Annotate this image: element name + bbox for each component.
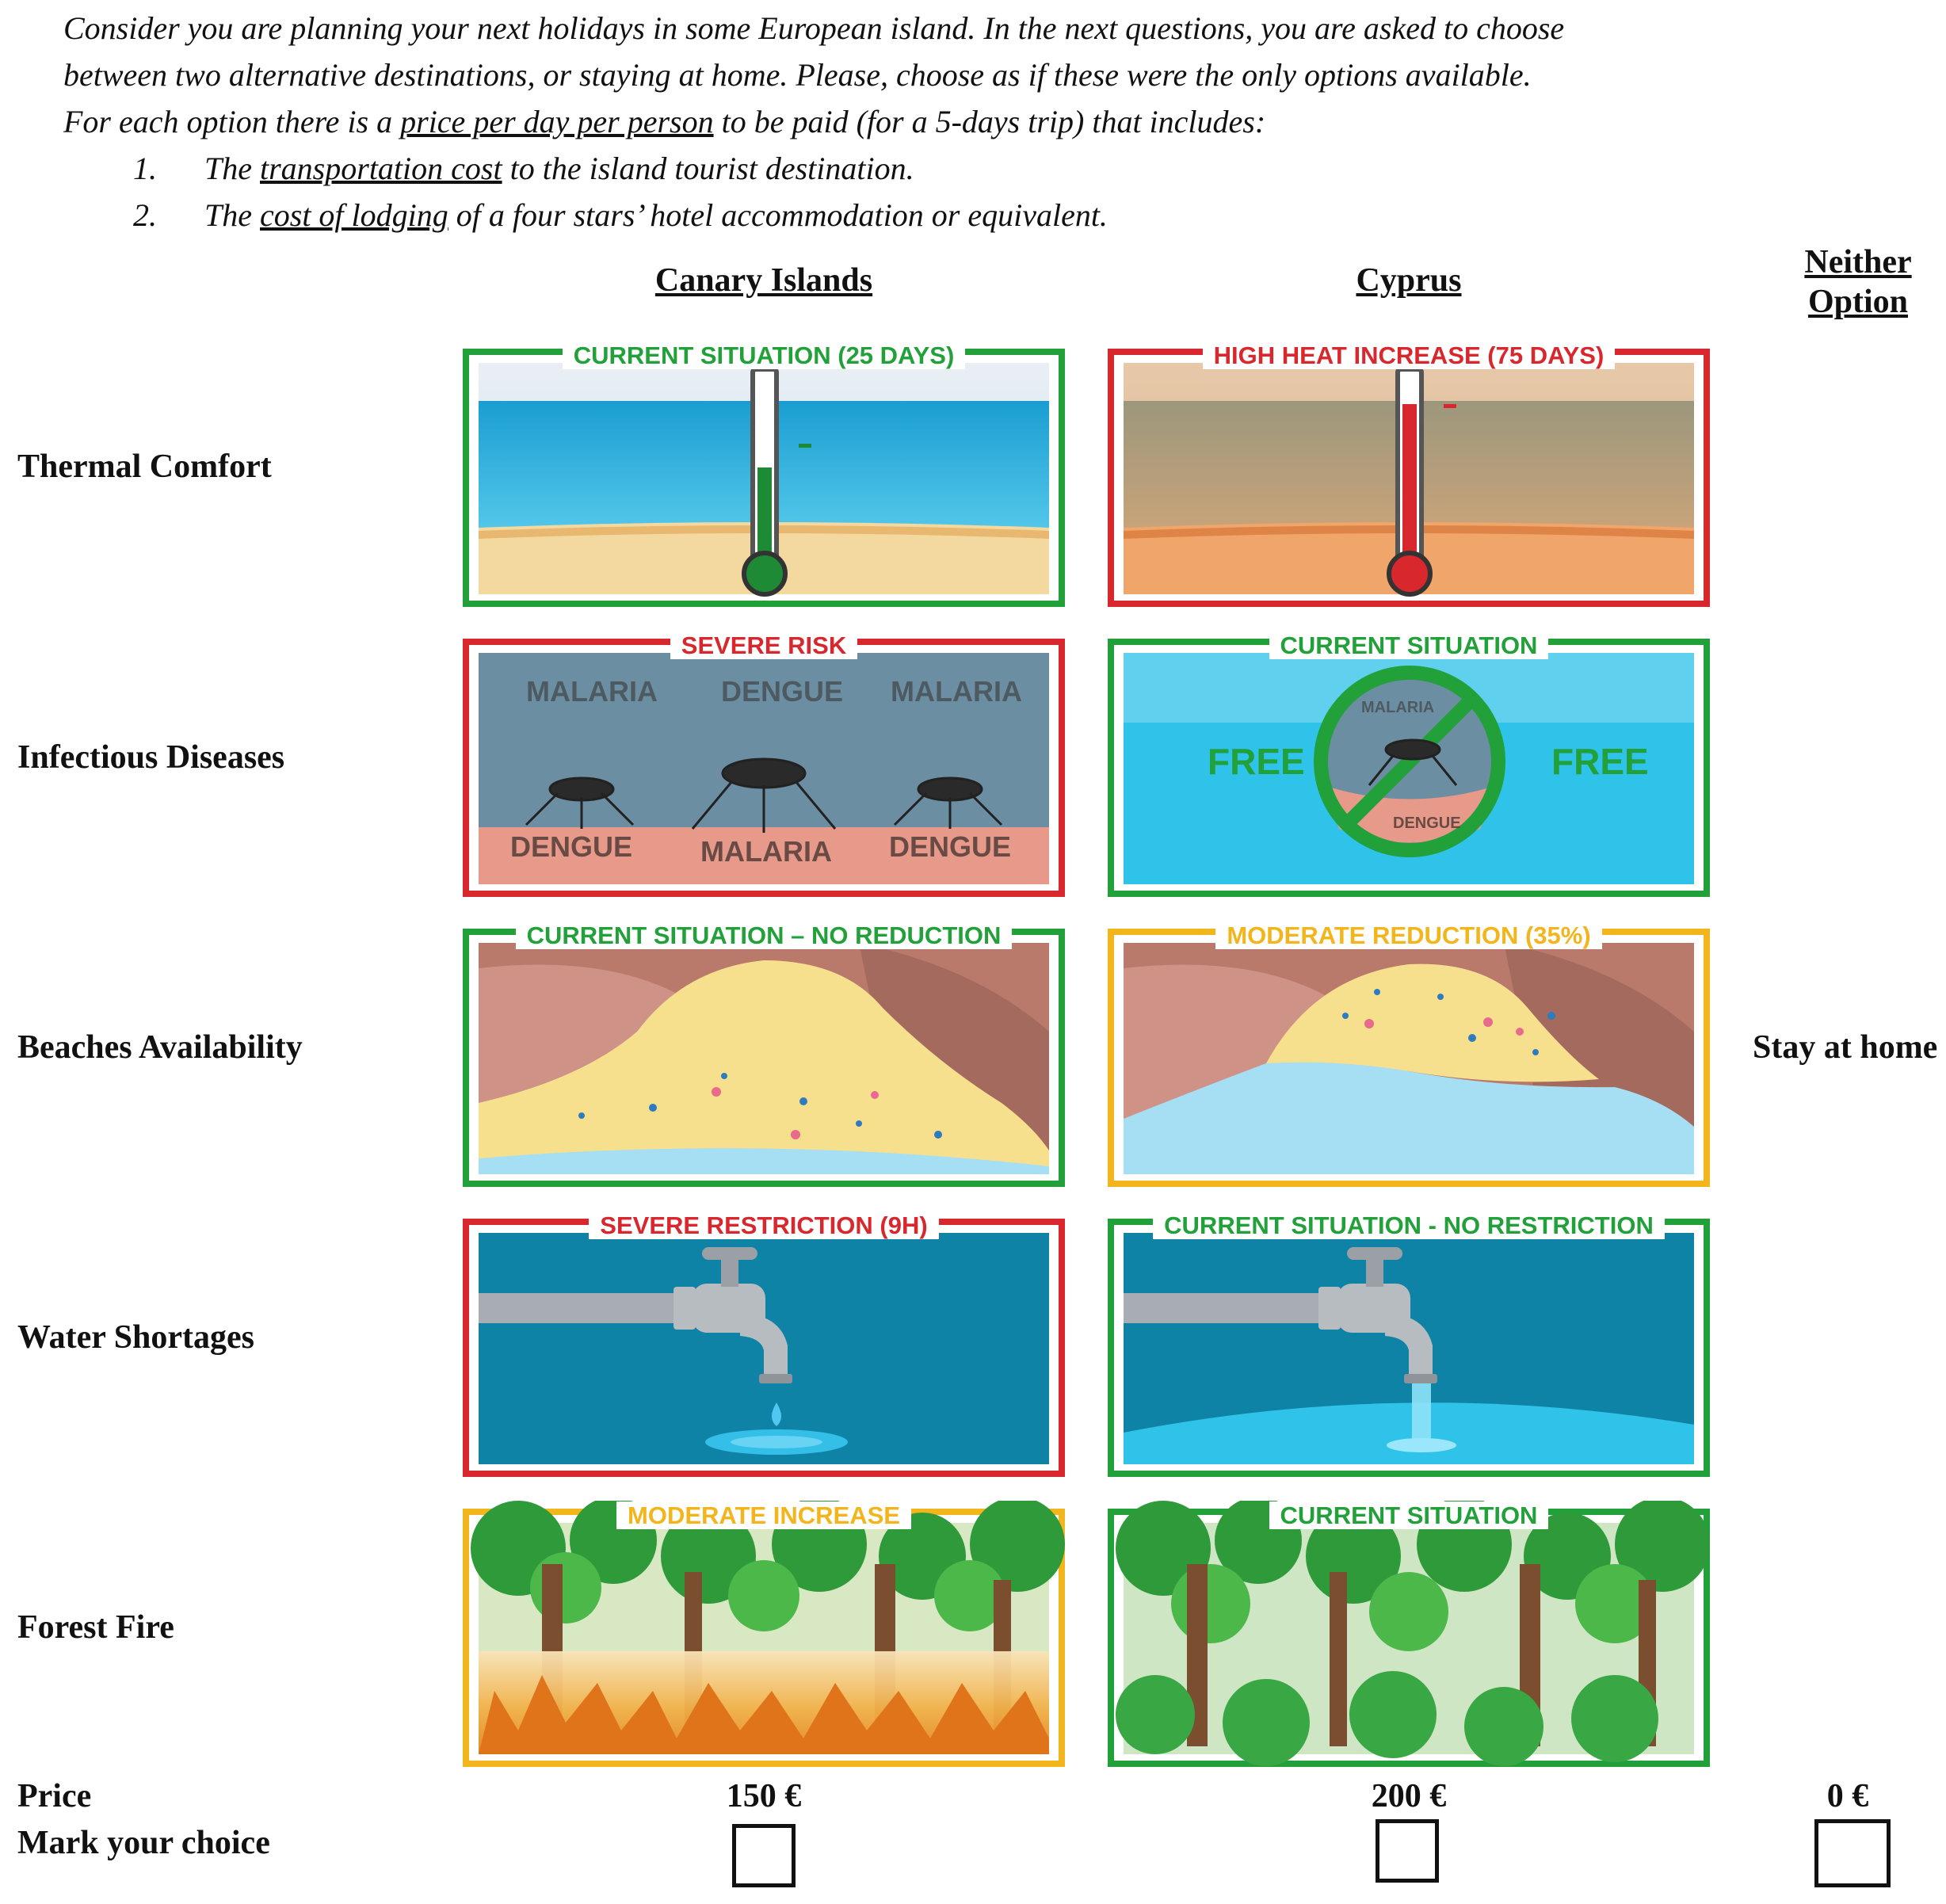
row-label-beaches-availability: Beaches Availability <box>17 1029 303 1066</box>
disease-word: DENGUE <box>721 675 844 708</box>
card-title: CURRENT SITUATION (25 DAYS) <box>562 341 966 369</box>
price-cyprus: 200 € <box>1371 1778 1447 1814</box>
disease-word: MALARIA <box>891 675 1022 708</box>
instruction-line: For each option there is a price per day… <box>63 104 1266 139</box>
card-title: HIGH HEAT INCREASE (75 DAYS) <box>1202 341 1616 369</box>
survey-instructions: Consider you are planning your next holi… <box>63 5 1917 238</box>
card-title: CURRENT SITUATION <box>1269 631 1549 659</box>
card-canary-water-shortages: SEVERE RESTRICTION (9H) <box>463 1211 1065 1477</box>
disease-word: DENGUE <box>1393 815 1461 832</box>
row-label-water-shortages: Water Shortages <box>17 1319 255 1356</box>
card-cyprus-infectious-diseases: CURRENT SITUATION MALARIA DENGUE FREE FR… <box>1108 631 1710 897</box>
price-label: Price <box>17 1778 92 1814</box>
card-title: CURRENT SITUATION <box>1269 1501 1549 1529</box>
card-title: MODERATE REDUCTION (35%) <box>1215 921 1602 949</box>
card-title: MODERATE INCREASE <box>616 1501 911 1529</box>
price-canary-islands: 150 € <box>726 1778 802 1814</box>
card-canary-thermal-comfort: CURRENT SITUATION (25 DAYS) <box>463 341 1065 607</box>
instruction-line: Consider you are planning your next holi… <box>63 10 1565 46</box>
card-cyprus-beaches-availability: MODERATE REDUCTION (35%) <box>1108 921 1710 1187</box>
card-title: CURRENT SITUATION – NO REDUCTION <box>515 921 1013 949</box>
column-header-canary-islands: Canary Islands <box>654 262 873 299</box>
checkbox-cyprus[interactable] <box>1376 1819 1439 1883</box>
free-label: FREE <box>1551 741 1649 782</box>
row-label-thermal-comfort: Thermal Comfort <box>17 448 272 485</box>
row-label-forest-fire: Forest Fire <box>17 1609 174 1646</box>
list-item: 2.The cost of lodging of a four stars’ h… <box>133 197 1108 233</box>
disease-word: DENGUE <box>510 830 633 863</box>
row-label-infectious-diseases: Infectious Diseases <box>17 739 285 776</box>
checkbox-canary-islands[interactable] <box>732 1824 796 1887</box>
checkbox-neither-option[interactable] <box>1814 1819 1891 1887</box>
free-label: FREE <box>1208 741 1305 782</box>
card-title: CURRENT SITUATION - NO RESTRICTION <box>1153 1211 1665 1239</box>
column-header-cyprus: Cyprus <box>1356 262 1462 299</box>
card-canary-beaches-availability: CURRENT SITUATION – NO REDUCTION <box>463 921 1065 1187</box>
card-cyprus-water-shortages: CURRENT SITUATION - NO RESTRICTION <box>1108 1211 1710 1477</box>
list-item: 1.The transportation cost to the island … <box>133 151 914 186</box>
disease-word: MALARIA <box>1361 699 1435 716</box>
disease-word: DENGUE <box>889 830 1012 863</box>
instruction-line: between two alternative destinations, or… <box>63 57 1532 93</box>
disease-word: MALARIA <box>526 675 658 708</box>
card-title: SEVERE RISK <box>670 631 858 659</box>
mark-your-choice-label: Mark your choice <box>17 1825 270 1861</box>
card-canary-infectious-diseases: SEVERE RISK MALARIA DENGUE MALARIA DENGU… <box>463 631 1065 897</box>
disease-word: MALARIA <box>700 835 832 868</box>
price-neither-option: 0 € <box>1826 1778 1869 1814</box>
card-title: SEVERE RESTRICTION (9H) <box>589 1211 939 1239</box>
card-canary-forest-fire: MODERATE INCREASE <box>463 1501 1065 1767</box>
card-cyprus-thermal-comfort: HIGH HEAT INCREASE (75 DAYS) <box>1108 341 1710 607</box>
stay-at-home-label: Stay at home <box>1753 1029 1938 1066</box>
card-cyprus-forest-fire: CURRENT SITUATION <box>1108 1501 1710 1767</box>
